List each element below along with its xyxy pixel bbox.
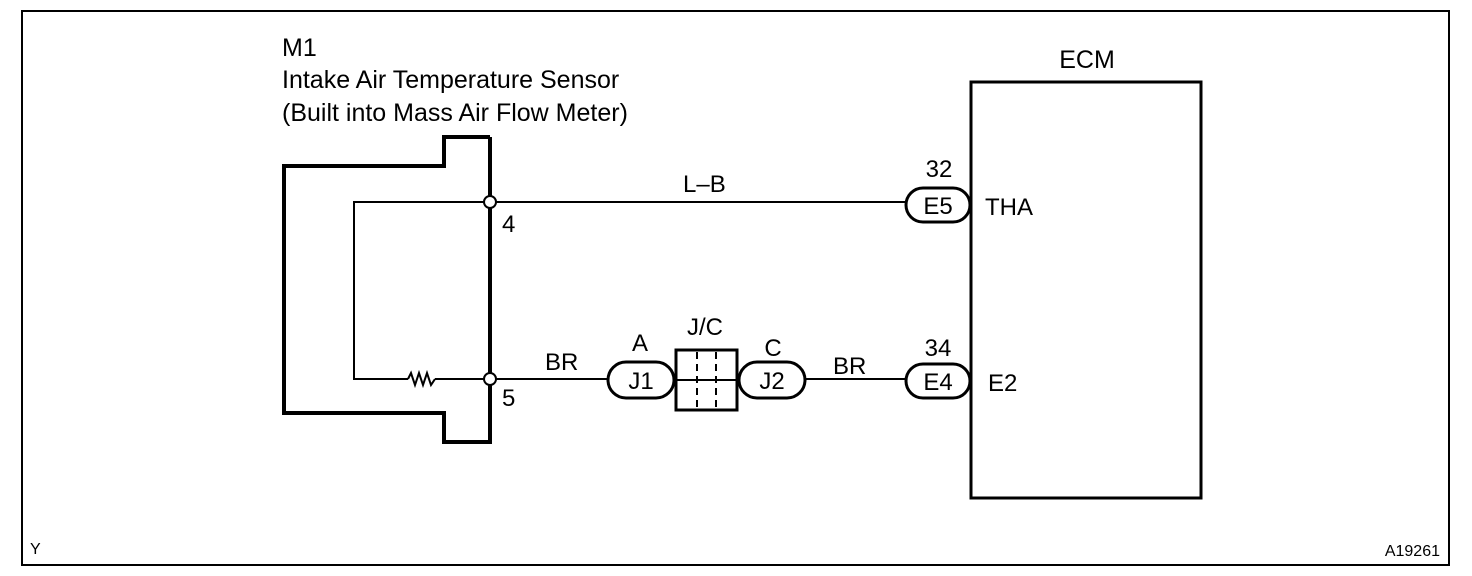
connector-e5-pin: 32 [926,156,953,183]
ecm-box [969,80,1203,500]
connector-j2-tag: C [764,335,781,362]
figure-id: A19261 [1385,543,1440,560]
wire-e2-left-color: BR [545,349,578,376]
connector-j1-label: J1 [628,368,653,395]
sensor-housing [282,135,492,444]
connector-e4-label: E4 [923,369,952,396]
ecm-signal-e2: E2 [988,370,1017,397]
sensor-terminal-4 [483,195,497,209]
sensor-internal-wire [353,201,490,380]
sensor-name: Intake Air Temperature Sensor [282,66,619,94]
connector-j1 [606,360,676,400]
sensor-pin-5: 5 [502,385,515,412]
sensor-pin-4: 4 [502,211,515,238]
connector-e5-label: E5 [923,193,952,220]
ecm-signal-tha: THA [985,194,1033,221]
junction-label: J/C [687,314,723,341]
wire-tha-color: L–B [683,171,726,198]
footer-left-code: Y [30,541,41,558]
connector-j1-tag: A [632,330,648,357]
sensor-code: M1 [282,34,317,62]
sensor-note: (Built into Mass Air Flow Meter) [282,99,628,127]
ecm-label: ECM [1059,46,1115,74]
connector-e4-pin: 34 [925,335,952,362]
thermistor-icon [407,369,436,389]
diagram-frame [21,10,1450,566]
connector-j2-label: J2 [759,368,784,395]
sensor-terminal-5 [483,372,497,386]
wire-e2-right-color: BR [833,353,866,380]
